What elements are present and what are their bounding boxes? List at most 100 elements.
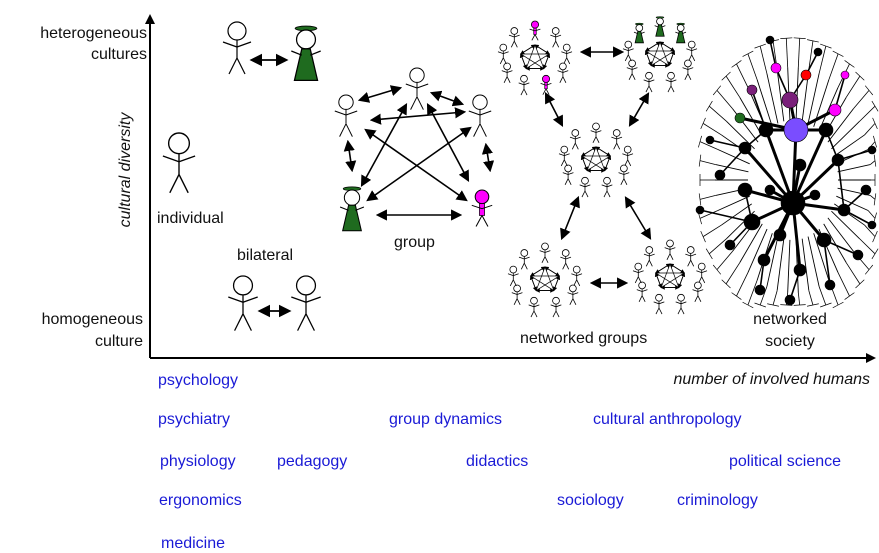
cluster-person-icon: [611, 130, 622, 150]
stage-label-group: group: [394, 233, 435, 252]
bilateral-person-left-icon: [228, 276, 257, 331]
net-cluster-center: [559, 123, 633, 197]
group-person-icon: [469, 95, 491, 137]
net-arrow-icon: [626, 198, 650, 238]
stage-label-networked-groups: networked groups: [520, 329, 647, 348]
cluster-person-icon: [529, 297, 540, 317]
net-arrow-icon: [630, 94, 648, 125]
network-node-icon: [868, 146, 876, 154]
network-node-icon: [832, 154, 844, 166]
cluster-person-icon: [550, 28, 561, 48]
cluster-person-icon: [571, 266, 582, 286]
network-node-icon: [817, 233, 831, 247]
cluster-person-icon: [686, 41, 697, 61]
discipline-psychology: psychology: [158, 371, 238, 390]
network-node-icon: [774, 229, 786, 241]
network-node-icon: [738, 183, 752, 197]
cluster-person-icon: [696, 263, 707, 283]
network-node-icon: [735, 113, 745, 123]
cluster-person-icon: [551, 297, 562, 317]
cluster-person-icon: [637, 282, 648, 302]
cluster-person-icon: [622, 146, 633, 166]
cluster-person-icon: [644, 72, 655, 92]
x-axis-label: number of involved humans: [560, 370, 870, 389]
network-node-icon: [868, 221, 876, 229]
network-node-icon: [706, 136, 714, 144]
network-node-icon: [794, 159, 806, 171]
network-node-icon: [766, 36, 774, 44]
cluster-person-icon: [519, 250, 530, 270]
cluster-person-icon: [560, 250, 571, 270]
stage-label-networked-society-line1: networked: [735, 310, 845, 329]
stage-label-bilateral: bilateral: [237, 246, 293, 265]
network-node-icon: [758, 254, 770, 266]
y-bottom-label-line2: culture: [0, 332, 143, 351]
cluster-person-icon: [693, 282, 704, 302]
network-node-icon: [861, 185, 871, 195]
cluster-person-icon: [541, 75, 552, 94]
network-node-icon: [725, 240, 735, 250]
group-person-icon: [335, 95, 357, 137]
network-node-icon: [755, 285, 765, 295]
group-arrow-icon: [368, 128, 470, 200]
network-node-icon: [819, 123, 833, 137]
cluster-person-icon: [654, 294, 665, 314]
hetero-person-plain-icon: [223, 22, 251, 74]
cluster-person-icon: [570, 130, 581, 150]
figures-layer: [163, 17, 878, 331]
discipline-cultural-anthropology: cultural anthropology: [593, 410, 742, 429]
cluster-person-icon: [623, 41, 634, 61]
group-arrow-icon: [362, 105, 406, 185]
group-arrow-icon: [428, 105, 468, 180]
cluster-person-icon: [568, 285, 579, 305]
cluster-person-icon: [666, 72, 677, 92]
network-node-icon: [838, 204, 850, 216]
group-arrow-icon: [360, 88, 400, 100]
cluster-person-icon: [512, 285, 523, 305]
group-person-green-icon: [340, 187, 364, 231]
group-arrow-icon: [432, 93, 462, 104]
cluster-person-icon: [502, 63, 513, 83]
network-node-icon: [784, 118, 808, 142]
network-node-icon: [744, 214, 760, 230]
cluster-person-icon: [561, 44, 572, 64]
cluster-person-icon: [685, 247, 696, 267]
network-node-icon: [810, 190, 820, 200]
cluster-person-icon: [508, 266, 519, 286]
network-node-icon: [781, 191, 805, 215]
cluster-person-icon: [665, 240, 676, 260]
cluster-person-icon: [633, 263, 644, 283]
network-node-icon: [771, 63, 781, 73]
network-node-icon: [801, 70, 811, 80]
network-node-icon: [853, 250, 863, 260]
network-node-icon: [794, 264, 806, 276]
cluster-person-icon: [644, 247, 655, 267]
cluster-person-icon: [634, 23, 645, 43]
network-node-icon: [747, 85, 757, 95]
y-top-label-line1: heterogeneous: [0, 24, 147, 43]
net-cluster-top-right: [623, 17, 697, 92]
discipline-psychiatry: psychiatry: [158, 410, 230, 429]
hetero-person-robe-icon: [291, 26, 320, 80]
network-node-icon: [814, 48, 822, 56]
net-arrow-icon: [562, 198, 578, 238]
y-axis-label: cultural diversity: [117, 113, 135, 228]
discipline-group-dynamics: group dynamics: [389, 410, 502, 429]
discipline-criminology: criminology: [677, 491, 758, 510]
cluster-person-icon: [558, 63, 569, 83]
discipline-ergonomics: ergonomics: [159, 491, 242, 510]
cluster-person-icon: [655, 17, 666, 37]
cluster-person-icon: [580, 177, 591, 197]
stage-label-individual: individual: [157, 209, 224, 228]
discipline-sociology: sociology: [557, 491, 624, 510]
group-arrow-icon: [372, 112, 464, 120]
cluster-person-icon: [676, 294, 687, 314]
network-node-icon: [696, 206, 704, 214]
cluster-person-icon: [530, 21, 541, 40]
network-node-icon: [765, 185, 775, 195]
cluster-person-icon: [675, 23, 686, 43]
cluster-person-icon: [591, 123, 602, 143]
net-cluster-top-left: [498, 21, 572, 95]
net-cluster-bottom-left: [508, 243, 582, 317]
net-arrow-icon: [546, 94, 562, 125]
